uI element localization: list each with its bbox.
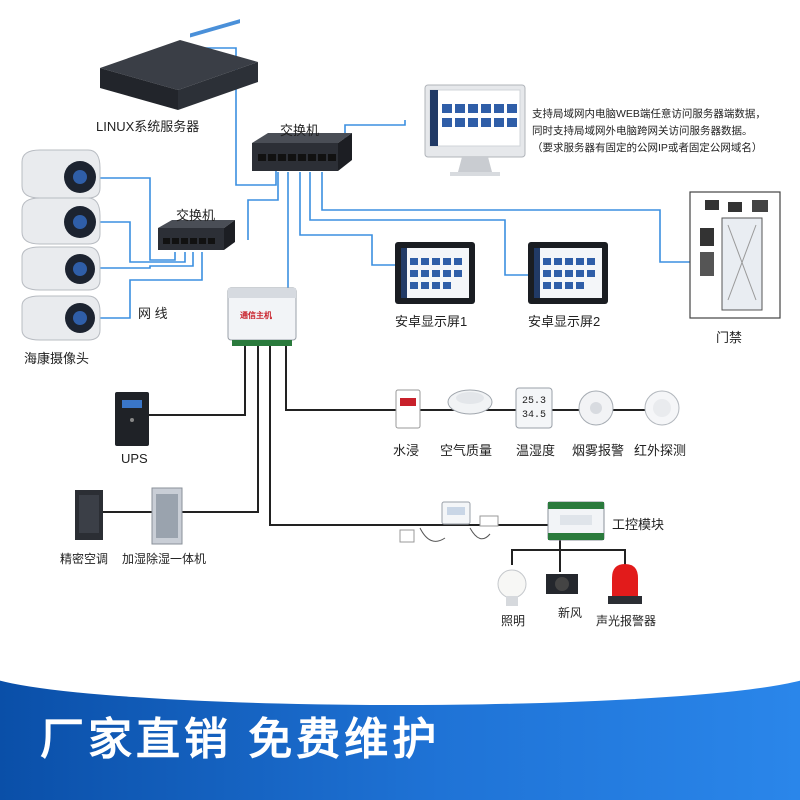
rtu-host: 通信主机 xyxy=(227,287,297,346)
access-note-line-1: 支持局域网内电脑WEB端任意访问服务器端数据， xyxy=(532,108,766,120)
access-control-door xyxy=(689,191,781,319)
access-note-line-3: （要求服务器有固定的公网IP或者固定公网域名） xyxy=(532,142,763,154)
power-meter xyxy=(399,501,499,543)
label-hikvision-camera: 海康摄像头 xyxy=(24,351,90,366)
cable-server-switch xyxy=(198,47,277,186)
main-switch xyxy=(252,133,352,171)
cable-switch-screen1 xyxy=(299,172,395,266)
ups-device xyxy=(115,392,149,446)
label-android-screen-1: 安卓显示屏1 xyxy=(395,314,468,329)
io-module-device xyxy=(547,501,605,541)
label-android-screen-2: 安卓显示屏2 xyxy=(528,314,601,329)
linux-server xyxy=(100,19,258,110)
wire-io-outputs xyxy=(511,540,626,565)
cable-switch-small xyxy=(247,172,279,240)
temp-humidity-sensor: 25.3 34.5 xyxy=(515,387,553,429)
humidity-reading: 34.5 xyxy=(522,410,546,421)
label-water-leak: 水浸 xyxy=(393,443,420,458)
access-note: 支持局域网内电脑WEB端任意访问服务器端数据， 同时支持局域网外电脑跨网关访问服… xyxy=(532,106,766,157)
camera-4 xyxy=(21,295,101,341)
wire-rtu-io xyxy=(269,345,548,526)
cable-cam4 xyxy=(98,252,203,319)
bottom-banner xyxy=(0,635,800,800)
label-io-module: 工控模块 xyxy=(612,517,665,532)
camera-1 xyxy=(21,149,101,199)
infrared-sensor xyxy=(644,390,680,426)
rtu-brand-text: 通信主机 xyxy=(240,310,272,320)
label-linux-server: LINUX系统服务器 xyxy=(96,119,200,134)
android-screen-2 xyxy=(528,242,608,304)
wire-rtu-ac xyxy=(95,345,259,513)
label-main-switch: 交换机 xyxy=(280,123,320,138)
label-small-switch: 交换机 xyxy=(176,208,216,223)
small-switch xyxy=(158,220,235,250)
label-air-quality: 空气质量 xyxy=(440,443,493,458)
access-note-line-2: 同时支持局域网外电脑跨网关访问服务器数据。 xyxy=(532,125,753,137)
cable-cam2 xyxy=(100,221,186,263)
slogan-text: 厂家直销 免费维护 xyxy=(40,715,441,764)
cable-switch-door xyxy=(321,172,695,263)
label-infrared-detect: 红外探测 xyxy=(634,443,687,458)
pc-monitor xyxy=(424,84,526,176)
label-sound-light-alarm: 声光报警器 xyxy=(596,614,657,628)
cable-switch-screen2 xyxy=(309,172,528,276)
network-cables xyxy=(98,47,695,319)
label-temp-humidity: 温湿度 xyxy=(516,443,556,458)
label-lighting: 照明 xyxy=(501,614,526,628)
label-access-control: 门禁 xyxy=(716,330,743,345)
label-fresh-air: 新风 xyxy=(558,606,583,620)
bulb-device xyxy=(497,569,527,606)
alarm-light-device xyxy=(608,564,642,604)
label-precision-ac: 精密空调 xyxy=(60,552,109,566)
camera-2 xyxy=(21,197,101,245)
label-smoke-alarm: 烟雾报警 xyxy=(572,443,625,458)
label-ups: UPS xyxy=(121,451,148,466)
cable-cam3 xyxy=(98,252,194,269)
water-leak-sensor xyxy=(395,389,421,429)
precision-ac-device xyxy=(75,490,103,540)
android-screen-1 xyxy=(395,242,475,304)
wire-rtu-ups xyxy=(140,345,246,416)
smoke-alarm-sensor xyxy=(578,390,614,426)
label-humidifier: 加湿除湿一体机 xyxy=(122,552,207,566)
camera-3 xyxy=(21,246,101,291)
temperature-reading: 25.3 xyxy=(522,396,546,407)
humidifier-device xyxy=(151,487,183,545)
label-network-cable: 网 线 xyxy=(138,306,168,321)
fan-device xyxy=(546,574,578,594)
banner-wave xyxy=(0,635,800,705)
air-quality-sensor xyxy=(447,389,493,415)
cable-cam1 xyxy=(98,177,176,261)
